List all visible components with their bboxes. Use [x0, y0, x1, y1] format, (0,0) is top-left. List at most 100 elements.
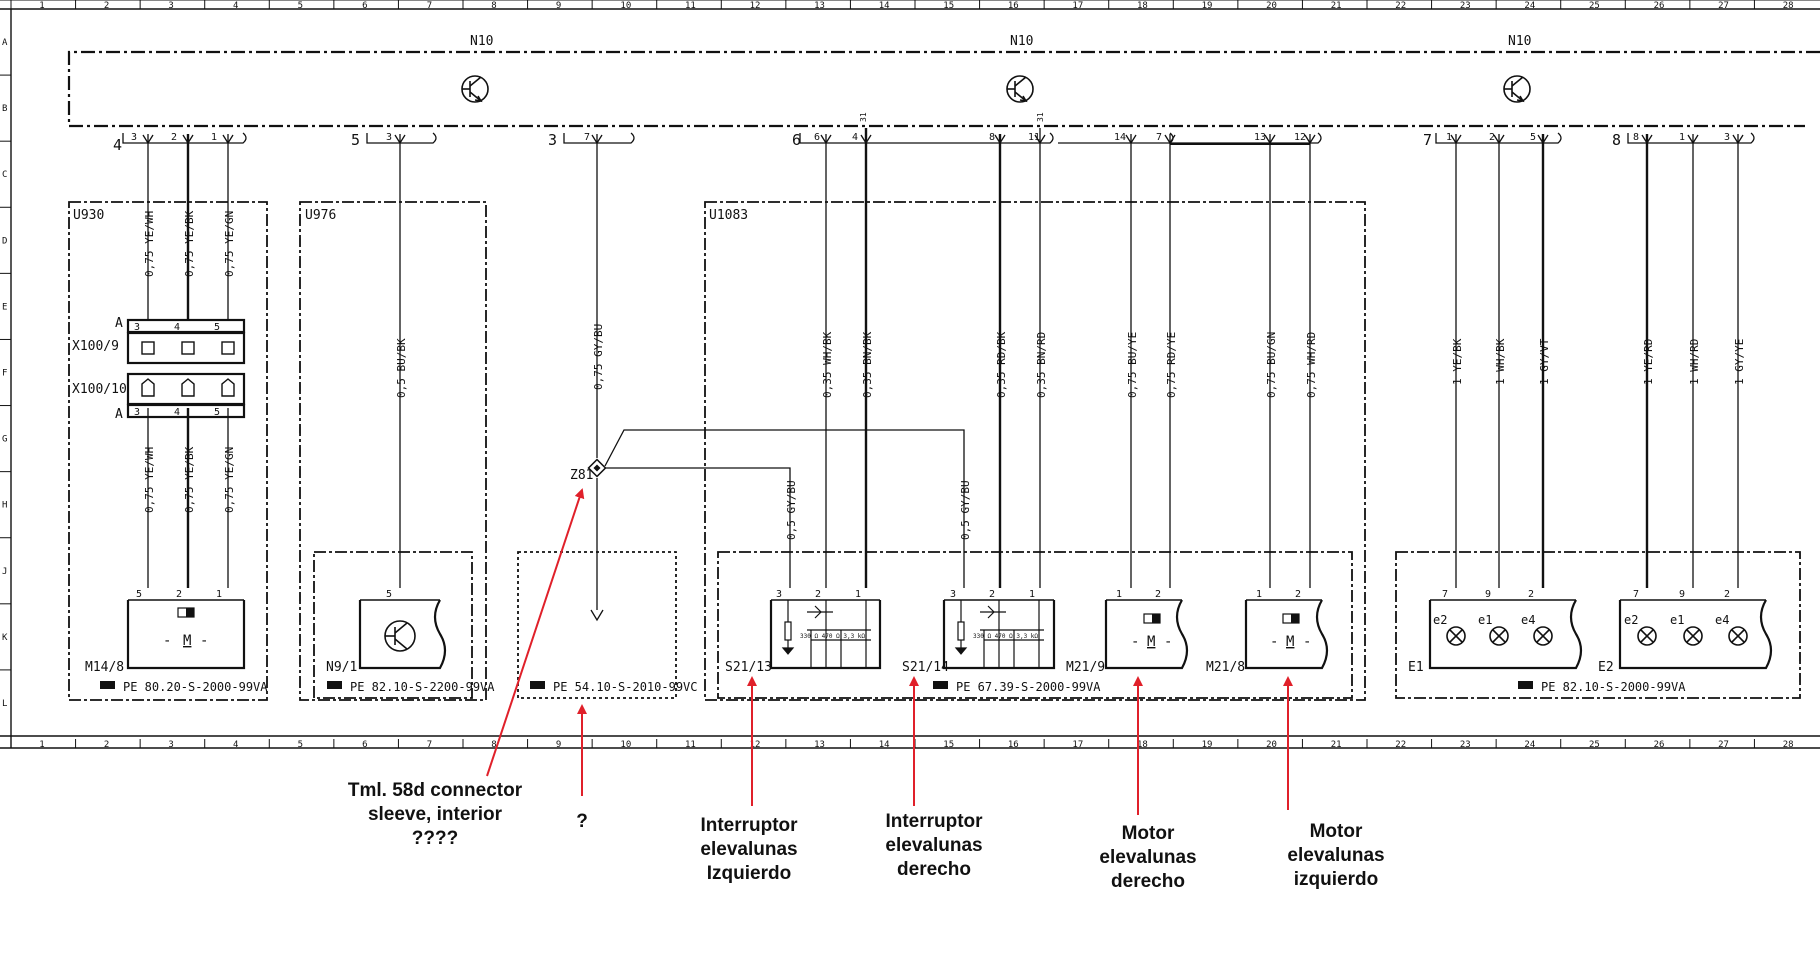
module-label: N9/1: [326, 660, 357, 675]
grid-column-label: 4: [233, 1, 238, 11]
pin-number: 11: [1028, 132, 1040, 143]
grid-column-label: 22: [1395, 740, 1406, 750]
pin-number: 3: [1724, 132, 1730, 143]
grid-column-label: 14: [879, 740, 890, 750]
grid-column-label: 18: [1137, 1, 1148, 11]
grid-row-label: F: [2, 369, 7, 379]
grid-column-label: 22: [1395, 1, 1406, 11]
connector-number: 4: [113, 136, 122, 154]
annotation-unknown: ?: [576, 811, 588, 832]
wire-arrows: [142, 134, 1744, 145]
wire-label: 1 WH/BK: [1494, 338, 1507, 385]
book-icon: [1518, 681, 1533, 689]
lamp-label: e1: [1478, 613, 1492, 627]
n10-label: N10: [470, 34, 493, 49]
module-label: A: [115, 316, 123, 331]
pin-number: 14: [1114, 132, 1126, 143]
grid-column-labels: 1122334455667788991010111112121313141415…: [10, 0, 1794, 750]
n10-pin-numbers: 3 2 1 3 7 6 4 8 11 14 7 13 12 1 2 5 8 1 …: [131, 112, 1730, 143]
transistor-icon: [1503, 75, 1531, 103]
n10-labels: N10 N10 N10: [470, 34, 1531, 49]
lamp-label: e2: [1433, 613, 1447, 627]
motor-symbol: M: [1286, 634, 1294, 650]
terminal-number: 1: [1256, 589, 1262, 600]
terminal-number: 7: [1633, 589, 1639, 600]
svg-text:-: -: [200, 633, 208, 649]
connector-number: 5: [351, 131, 360, 149]
wire-label: 0,5 GY/BU: [959, 480, 972, 540]
transistor-symbols: [461, 75, 1531, 103]
terminal-number: 1: [1029, 589, 1035, 600]
module-label: U1083: [709, 208, 748, 223]
grid-column-label: 17: [1072, 740, 1083, 750]
grid-column-label: 16: [1008, 1, 1019, 11]
pin-number: 4: [852, 132, 858, 143]
m21-9-box: [1104, 599, 1189, 670]
grid-column-label: 21: [1331, 1, 1342, 11]
grid-column-label: 1: [39, 740, 44, 750]
module-label: X100/10: [72, 382, 127, 397]
grid-column-label: 10: [620, 740, 631, 750]
grid-row-label: H: [2, 501, 7, 511]
grid-column-label: 23: [1460, 1, 1471, 11]
connector-number: 8: [1612, 131, 1621, 149]
book-icon: [100, 681, 115, 689]
grid-column-label: 7: [427, 740, 432, 750]
lamp-icon: [1683, 626, 1703, 646]
resistor-label: 330 Ω 470 Ω 3,3 kΩ: [973, 633, 1038, 640]
grid-column-label: 18: [1137, 740, 1148, 750]
svg-text:4: 4: [174, 407, 180, 418]
motor-symbol: M: [1147, 634, 1155, 650]
u1083-box: [704, 201, 1366, 701]
unknown-box: [517, 551, 677, 699]
pin-number: 13: [1254, 132, 1266, 143]
annotation-left-switch: Interruptor elevalunas Izquierdo: [700, 815, 798, 884]
annotation-z81: Tml. 58d connector sleeve, interior ????: [347, 780, 523, 849]
annotation-right-switch: Interruptor elevalunas derecho: [885, 811, 983, 880]
pin-number: 6: [814, 132, 820, 143]
m21-8-box: [1244, 599, 1329, 670]
svg-text:3: 3: [134, 407, 140, 418]
grid-column-label: 8: [491, 1, 496, 11]
terminal-number: 1: [1116, 589, 1122, 600]
pin-number: 7: [1156, 132, 1162, 143]
grid-row-label: E: [2, 302, 7, 312]
grid-column-label: 1: [39, 1, 44, 11]
terminal-number: 2: [1295, 589, 1301, 600]
wire-label: 0,75 YE/BK: [183, 446, 196, 513]
wire-label: 0,75 YE/GN: [223, 211, 236, 277]
component-pin-numbers: 5 2 1 5 3 2 1 3 2 1 1 2 1 2 7 9 2 7 9 2: [136, 589, 1730, 600]
wire-label: 0,75 YE/GN: [223, 447, 236, 513]
n10-label: N10: [1508, 34, 1531, 49]
svg-text:5: 5: [214, 322, 220, 333]
grid-column-label: 9: [556, 740, 561, 750]
connector-number: 3: [548, 131, 557, 149]
x100-connectors: [126, 318, 246, 419]
grid-column-label: 4: [233, 740, 238, 750]
wire-label: 1 GY/YE: [1733, 339, 1746, 385]
n9-1-transistor-icon: [384, 620, 416, 652]
book-icon: [933, 681, 948, 689]
module-label: M21/9: [1066, 660, 1105, 675]
grid-column-label: 12: [750, 740, 761, 750]
e1-box: [1428, 599, 1583, 670]
grid-column-label: 19: [1202, 1, 1213, 11]
grid-column-label: 19: [1202, 740, 1213, 750]
reference-label: PE 80.20-S-2000-99VA: [123, 680, 268, 694]
lamp-box: [1395, 551, 1801, 699]
grid-column-label: 27: [1718, 740, 1729, 750]
reference-label: PE 82.10-S-2200-99VA: [350, 680, 495, 694]
terminal-number: 9: [1679, 589, 1685, 600]
pin-number: 8: [1633, 132, 1639, 143]
module-label: U976: [305, 208, 336, 223]
transistor-icon: [1006, 75, 1034, 103]
grid-column-label: 15: [943, 1, 954, 11]
wire-label: 0,75 YE/WH: [143, 447, 156, 513]
grid-column-label: 11: [685, 1, 696, 11]
terminal-number: 2: [1724, 589, 1730, 600]
grid-column-label: 6: [362, 1, 367, 11]
n10-control-unit: [67, 50, 1820, 128]
annotation-arrows: [486, 488, 1293, 815]
grid-column-label: 26: [1654, 740, 1665, 750]
